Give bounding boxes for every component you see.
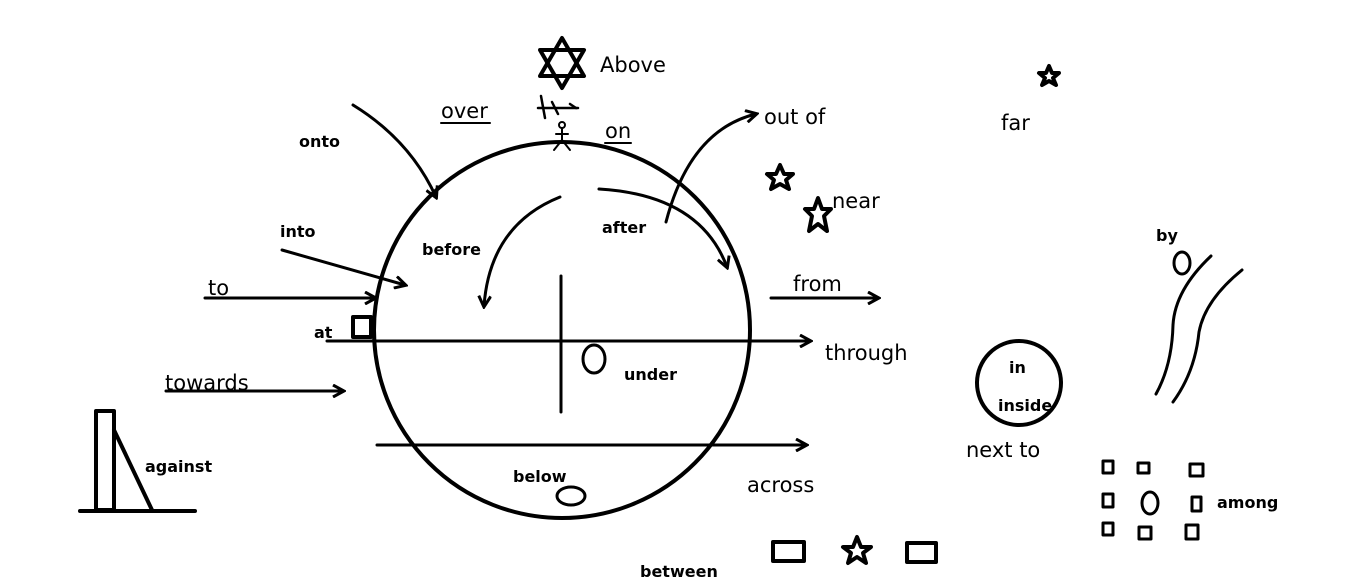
- wall-icon: [78, 409, 197, 513]
- label-onto: onto: [299, 132, 340, 151]
- ball-below: [555, 485, 587, 507]
- ball-under: [581, 343, 607, 375]
- among-boxes: [1101, 459, 1205, 541]
- label-on: on: [605, 119, 631, 143]
- label-between: between: [640, 562, 718, 581]
- label-against: against: [145, 457, 212, 476]
- label-under: under: [624, 365, 677, 384]
- star-icon-near-1: [765, 163, 795, 191]
- label-inside: inside: [998, 396, 1052, 415]
- arrow-out-of: [664, 114, 756, 224]
- label-in: in: [1009, 358, 1026, 377]
- label-after: after: [602, 218, 646, 237]
- main-circle: [372, 140, 752, 520]
- star-icon-far: [1037, 64, 1061, 87]
- small-circle: [975, 339, 1063, 427]
- label-before: before: [422, 240, 481, 259]
- label-by: by: [1156, 226, 1178, 245]
- arrow-onto: [351, 103, 436, 197]
- ball-by: [1172, 250, 1192, 276]
- label-far: far: [1001, 111, 1030, 135]
- label-through: through: [825, 341, 908, 365]
- label-below: below: [513, 467, 567, 486]
- label-next-to: next to: [966, 438, 1040, 462]
- label-out-of: out of: [764, 105, 826, 129]
- label-across: across: [747, 473, 814, 497]
- plane-icon: [536, 94, 580, 120]
- label-from: from: [793, 272, 842, 296]
- box-between-left: [771, 540, 806, 563]
- arrow-before: [484, 195, 562, 306]
- label-near: near: [832, 189, 880, 213]
- person-icon: [553, 121, 571, 151]
- arrow-into: [280, 248, 405, 285]
- river-bank-right: [1171, 268, 1244, 404]
- box-at: [351, 315, 373, 339]
- label-above: Above: [600, 53, 666, 77]
- label-over: over: [441, 99, 488, 123]
- ball-among: [1140, 490, 1160, 516]
- label-among: among: [1217, 493, 1278, 512]
- box-between-right: [905, 541, 938, 564]
- label-into: into: [280, 222, 316, 241]
- star-icon-between: [841, 535, 873, 565]
- star-icon-near-2: [803, 196, 833, 233]
- arrow-after: [597, 187, 727, 267]
- label-to: to: [208, 276, 229, 300]
- river-bank-left: [1154, 254, 1213, 396]
- sun-icon: [538, 36, 586, 90]
- label-at: at: [314, 323, 333, 342]
